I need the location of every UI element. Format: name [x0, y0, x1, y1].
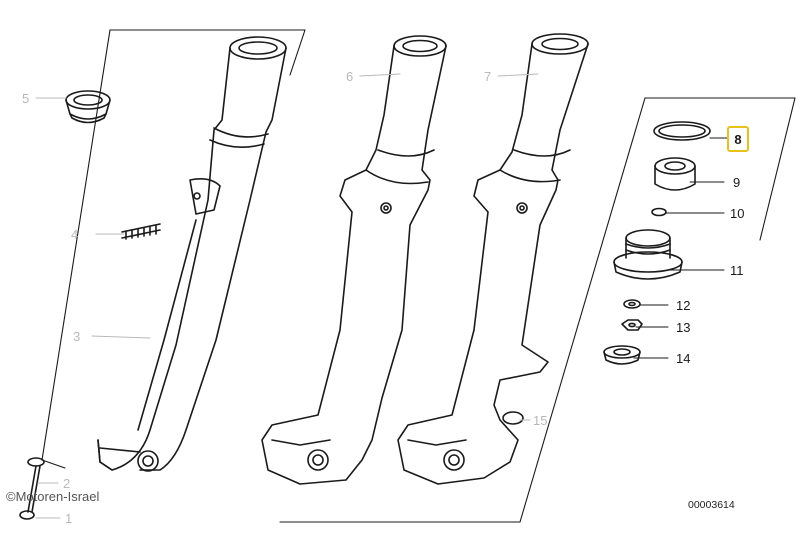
- leader-3: [91, 335, 151, 339]
- callout-1: 1: [65, 511, 73, 526]
- part-8-o-ring: [653, 121, 711, 141]
- part-12-washer: [623, 299, 641, 309]
- callout-14: 14: [676, 351, 691, 366]
- callout-6: 6: [346, 69, 354, 84]
- part-13-nut: [621, 319, 643, 331]
- part-15-o-ring: [502, 411, 524, 425]
- leader-6: [359, 73, 401, 77]
- assembly-frame: [41, 29, 796, 523]
- part-5-seal-ring: [65, 90, 111, 124]
- part-10-ring: [651, 207, 667, 217]
- part-9-bushing: [654, 157, 696, 191]
- callout-8-highlighted[interactable]: 8: [727, 126, 749, 152]
- part-3-fork-slider-left: [97, 36, 287, 472]
- part-7-fork-slider-right: [397, 33, 589, 485]
- callout-15: 15: [533, 413, 548, 428]
- leader-lines: [35, 73, 728, 519]
- callout-7: 7: [484, 69, 492, 84]
- diagram-number: 00003614: [688, 499, 735, 511]
- part-6-fork-slider-middle: [261, 35, 447, 485]
- part-11-threaded-plug: [613, 229, 683, 280]
- callout-5: 5: [22, 91, 30, 106]
- part-4-screw: [121, 223, 161, 240]
- callout-11: 11: [730, 263, 744, 278]
- watermark: ©Motoren-Israel: [6, 489, 100, 504]
- part-1-2-bolt-washer: [19, 457, 45, 520]
- callout-4: 4: [71, 227, 79, 242]
- callout-13: 13: [676, 320, 691, 335]
- callout-10: 10: [730, 206, 745, 221]
- callout-2: 2: [63, 476, 71, 491]
- leader-7: [497, 73, 539, 77]
- callout-9: 9: [733, 175, 741, 190]
- callout-12: 12: [676, 298, 691, 313]
- part-14-rubber-cap: [603, 345, 641, 365]
- callout-3: 3: [73, 329, 81, 344]
